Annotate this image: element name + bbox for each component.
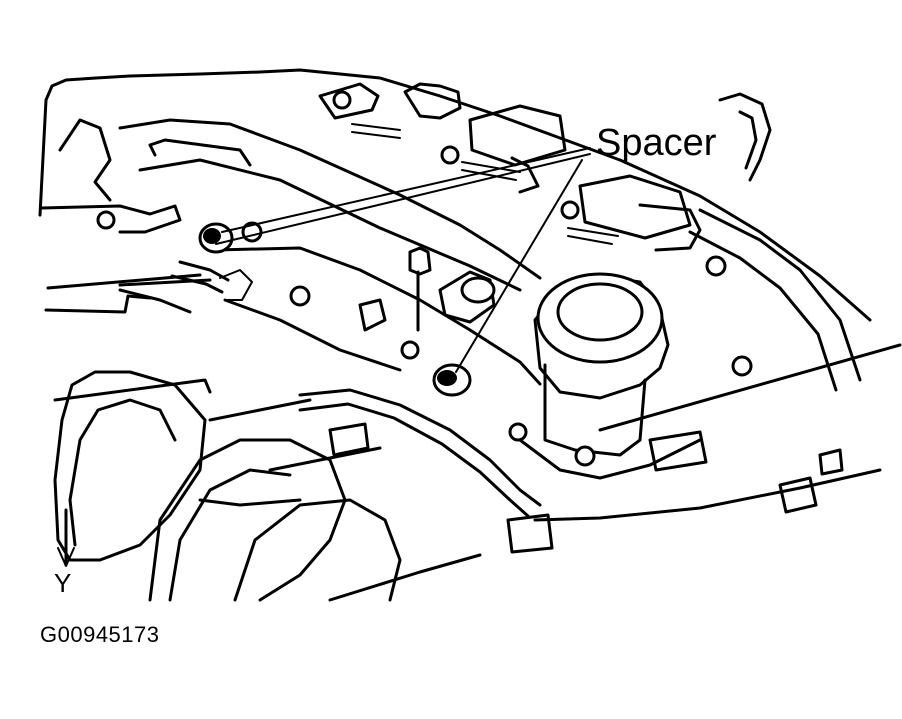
spacer-right <box>432 363 472 397</box>
view-arrow-y <box>57 508 75 567</box>
spacer-left <box>198 222 234 254</box>
spacer-label: Spacer <box>596 122 717 164</box>
engine-outline <box>38 68 902 602</box>
breather-pipe <box>408 246 496 332</box>
valve-cover <box>58 118 542 386</box>
hoses <box>170 92 862 518</box>
cover-bolts <box>96 210 753 467</box>
callout-leaders <box>215 147 591 373</box>
oil-filler-cap <box>518 272 702 480</box>
intake-manifold <box>53 370 402 602</box>
view-marker-label: Y <box>54 568 72 598</box>
figure-id: G00945173 <box>40 622 160 647</box>
wiring-harness <box>118 269 844 554</box>
ignition-coils <box>318 82 702 252</box>
